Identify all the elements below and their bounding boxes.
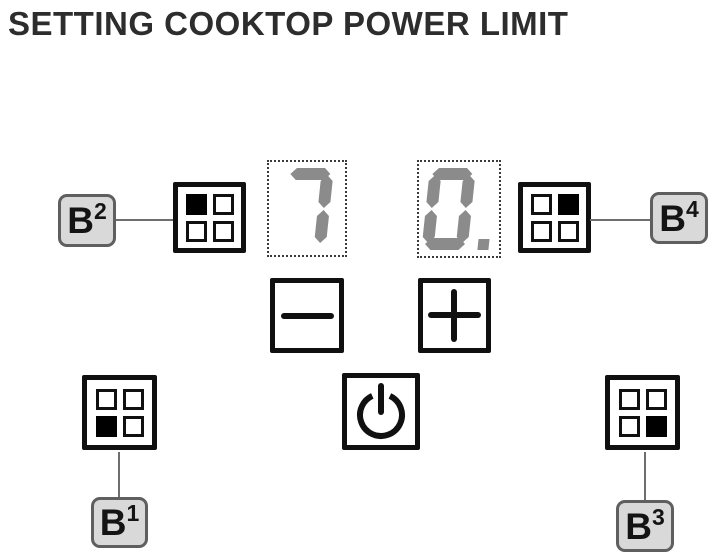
label-b2-sup: 2 [93, 198, 107, 224]
label-b4-text: B [659, 197, 686, 239]
burner-zones-icon [95, 388, 144, 437]
burner-select-b2-button[interactable] [173, 182, 246, 253]
zone-bottom-right [557, 220, 579, 242]
burner-select-b1-button[interactable] [82, 375, 157, 450]
burner-select-b3-button[interactable] [605, 375, 680, 450]
seven-segment-digit-0-dp [422, 168, 490, 250]
zone-bottom-left [618, 415, 640, 437]
increase-power-button[interactable] [418, 278, 491, 353]
connector-line-b2 [116, 219, 173, 221]
label-b4-sup: 4 [685, 195, 699, 222]
connector-line-b1 [118, 452, 120, 497]
burner-zones-icon [185, 193, 234, 242]
burner-zones-icon [618, 388, 667, 437]
zone-top-left [185, 193, 207, 215]
zone-bottom-left [530, 220, 552, 242]
label-b2-text: B [67, 200, 94, 241]
power-icon [357, 382, 405, 439]
connector-line-b4 [590, 219, 650, 221]
zone-top-right [645, 388, 667, 410]
zone-top-right [122, 388, 144, 410]
seven-segment-digit-7 [290, 167, 333, 243]
power-button[interactable] [342, 373, 420, 450]
plus-icon [428, 289, 481, 342]
burner-select-b4-button[interactable] [518, 182, 591, 253]
power-level-display-tens [267, 160, 347, 257]
label-b1-text: B [99, 502, 127, 543]
zone-bottom-left [185, 220, 207, 242]
zone-bottom-left [95, 415, 117, 437]
label-b3-sup: 3 [651, 503, 665, 530]
zone-top-left [618, 388, 640, 410]
label-b1-sup: 1 [126, 500, 140, 526]
zone-bottom-right [122, 415, 144, 437]
zone-bottom-right [645, 415, 667, 437]
burner-zones-icon [530, 193, 579, 242]
zone-bottom-right [212, 220, 234, 242]
label-b3-text: B [625, 505, 652, 547]
zone-top-right [212, 193, 234, 215]
decrease-power-button[interactable] [270, 278, 344, 353]
power-level-display-ones [417, 160, 501, 258]
minus-icon [280, 312, 334, 319]
page-title: SETTING COOKTOP POWER LIMIT [8, 5, 569, 42]
connector-line-b3 [644, 452, 646, 500]
zone-top-left [530, 193, 552, 215]
zone-top-left [95, 388, 117, 410]
zone-top-right [557, 193, 579, 215]
